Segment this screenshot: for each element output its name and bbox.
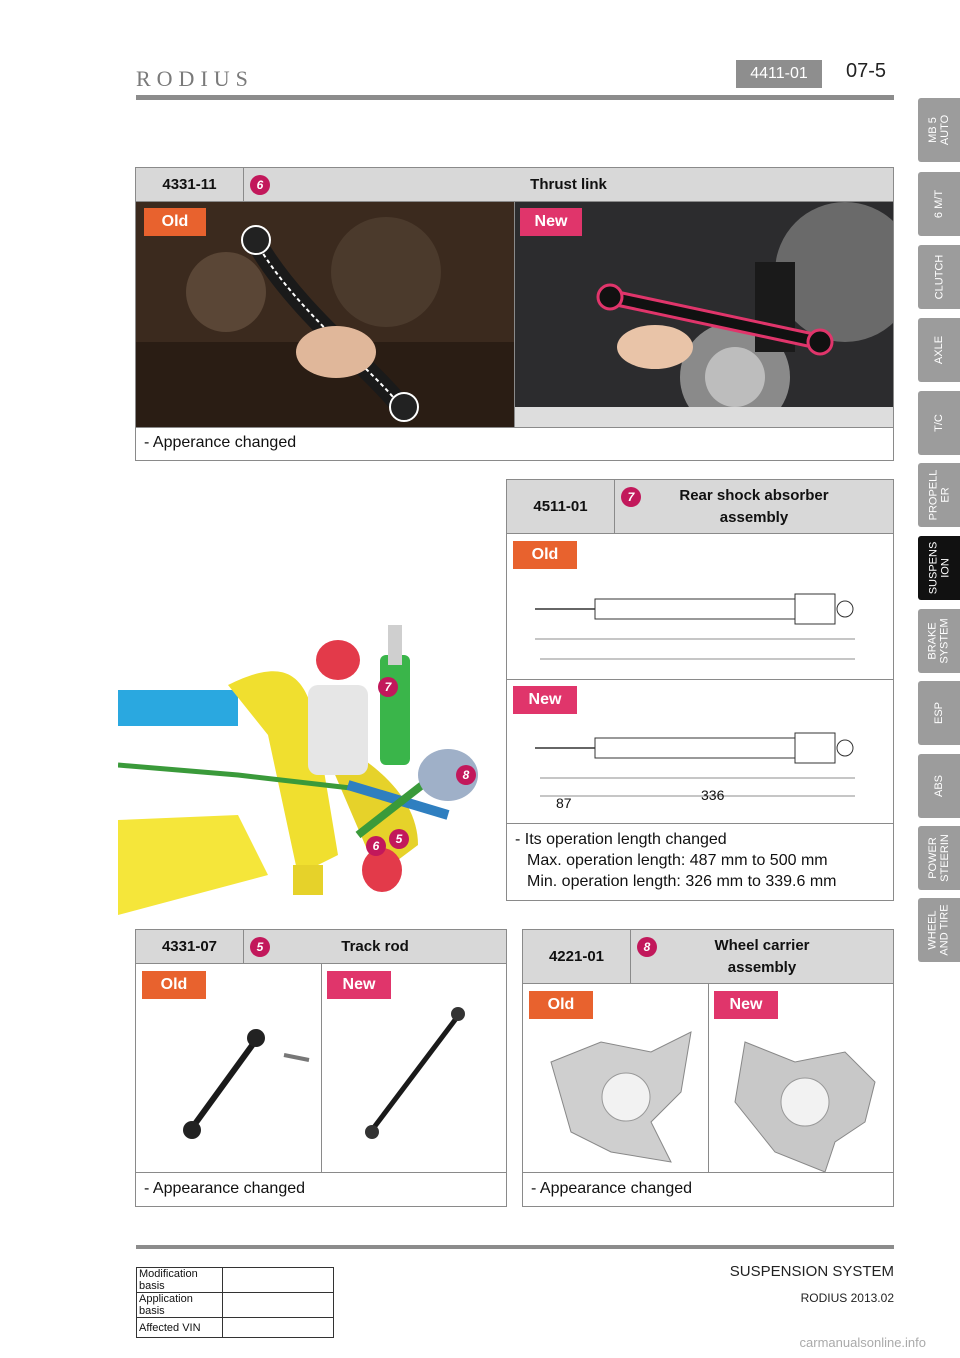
old-track-rod-image (183, 1029, 310, 1139)
side-tab-tc[interactable]: T/C (918, 391, 960, 455)
row-label: Application basis (136, 1292, 223, 1318)
part-number-badge: 6 (250, 175, 270, 195)
shock-absorber-panel: 4511-01 Rear shock absorber assembly 7 O… (506, 479, 894, 901)
old-tag: Old (513, 541, 577, 569)
side-tab-abs[interactable]: ABS (918, 754, 960, 818)
row-label: Modification basis (136, 1267, 223, 1293)
note-divider (136, 1172, 506, 1173)
side-tab-esp[interactable]: ESP (918, 681, 960, 745)
row-label: Affected VIN (136, 1317, 223, 1338)
note-divider (523, 1172, 893, 1173)
table-row: Modification basis (136, 1267, 334, 1293)
old-tag: Old (142, 971, 206, 999)
assembly-badge-6: 6 (366, 836, 386, 856)
rear-suspension-illustration (118, 625, 478, 915)
header-divider (136, 95, 894, 100)
side-tab-mb5-auto[interactable]: MB 5 AUTO (918, 98, 960, 162)
side-tab-propeller[interactable]: PROPELL ER (918, 463, 960, 527)
note-line-2: Max. operation length: 487 mm to 500 mm (527, 852, 828, 869)
row-value (222, 1292, 334, 1318)
section-code-badge: 4411-01 (736, 60, 822, 88)
assembly-badge-8: 8 (456, 765, 476, 785)
row-value (222, 1317, 334, 1338)
part-code: 4331-07 (136, 930, 244, 963)
change-note: - Appearance changed (531, 1180, 693, 1197)
part-title: Rear shock absorber assembly (615, 480, 893, 533)
new-tag: New (714, 991, 778, 1019)
thrust-link-header: 4331-11 Thrust link 6 (136, 168, 893, 202)
old-shock-drawing (535, 593, 855, 660)
side-tab-power-steering[interactable]: POWER STEERIN (918, 826, 960, 890)
part-code: 4511-01 (507, 480, 615, 533)
side-tab-brake-system[interactable]: BRAKE SYSTEM (918, 609, 960, 673)
part-number-badge: 8 (637, 937, 657, 957)
side-tab-suspension[interactable]: SUSPENS ION (918, 536, 960, 600)
new-track-rod-image (365, 1007, 465, 1139)
photo-divider (514, 202, 515, 427)
title-line-2: assembly (719, 508, 789, 526)
page-number: 07-5 (846, 60, 887, 82)
footer-divider (136, 1245, 894, 1249)
photo-divider (708, 984, 709, 1172)
photo-divider (321, 964, 322, 1172)
title-line-1: Rear shock absorber (679, 486, 829, 504)
thrust-link-panel: 4331-11 Thrust link 6 Old New - Apperanc… (135, 167, 894, 461)
change-note: - Apperance changed (144, 434, 297, 451)
watermark: carmanualsonline.info (799, 1335, 926, 1350)
note-line-1: - Its operation length changed (515, 831, 727, 848)
row-value (222, 1267, 334, 1293)
new-tag: New (513, 686, 577, 714)
part-title: Track rod (341, 937, 409, 955)
track-rod-panel: 4331-07 Track rod 5 Old New - Appearance… (135, 929, 507, 1207)
title-line-2: assembly (727, 958, 797, 976)
new-tag: New (520, 208, 582, 236)
part-number-badge: 7 (621, 487, 641, 507)
footer-model-date: RODIUS 2013.02 (800, 1291, 894, 1305)
wheel-carrier-header: 4221-01 Wheel carrier assembly 8 (523, 930, 893, 984)
new-thrust-link-photo (515, 202, 893, 427)
side-tab-6mt[interactable]: 6 M/T (918, 172, 960, 236)
part-number-badge: 5 (250, 937, 270, 957)
old-thrust-link-photo (136, 202, 514, 427)
wheel-carrier-panel: 4221-01 Wheel carrier assembly 8 Old New… (522, 929, 894, 1207)
table-row: Application basis (136, 1292, 334, 1318)
track-rod-header: 4331-07 Track rod 5 (136, 930, 506, 964)
footer-system-title: SUSPENSION SYSTEM (729, 1263, 894, 1280)
new-shock-drawing (535, 732, 855, 797)
dimension-label-a: 87 (556, 795, 572, 811)
side-tab-wheel-tire[interactable]: WHEEL AND TIRE (918, 898, 960, 962)
title-line-1: Wheel carrier (714, 936, 810, 954)
old-tag: Old (529, 991, 593, 1019)
brand-logo: RODIUS (136, 66, 254, 91)
old-wheel-carrier-image (550, 1031, 692, 1163)
change-note: - Its operation length changed Max. oper… (515, 829, 837, 892)
part-code: 4331-11 (136, 168, 244, 201)
change-note: - Appearance changed (144, 1180, 306, 1197)
note-divider (507, 823, 893, 824)
note-divider (136, 427, 893, 428)
drawing-divider (507, 679, 893, 680)
new-wheel-carrier-image (734, 1041, 876, 1172)
part-title: Wheel carrier assembly (631, 930, 893, 983)
side-tab-clutch[interactable]: CLUTCH (918, 245, 960, 309)
new-tag: New (327, 971, 391, 999)
assembly-badge-7: 7 (378, 677, 398, 697)
shock-absorber-header: 4511-01 Rear shock absorber assembly 7 (507, 480, 893, 534)
side-tab-axle[interactable]: AXLE (918, 318, 960, 382)
table-row: Affected VIN (136, 1317, 334, 1338)
assembly-badge-5: 5 (389, 829, 409, 849)
part-code: 4221-01 (523, 930, 631, 983)
old-tag: Old (144, 208, 206, 236)
dimension-label-b: 336 (701, 787, 725, 803)
part-title: Thrust link (530, 175, 607, 193)
note-line-3: Min. operation length: 326 mm to 339.6 m… (527, 873, 837, 890)
modification-table: Modification basis Application basis Aff… (136, 1267, 334, 1338)
